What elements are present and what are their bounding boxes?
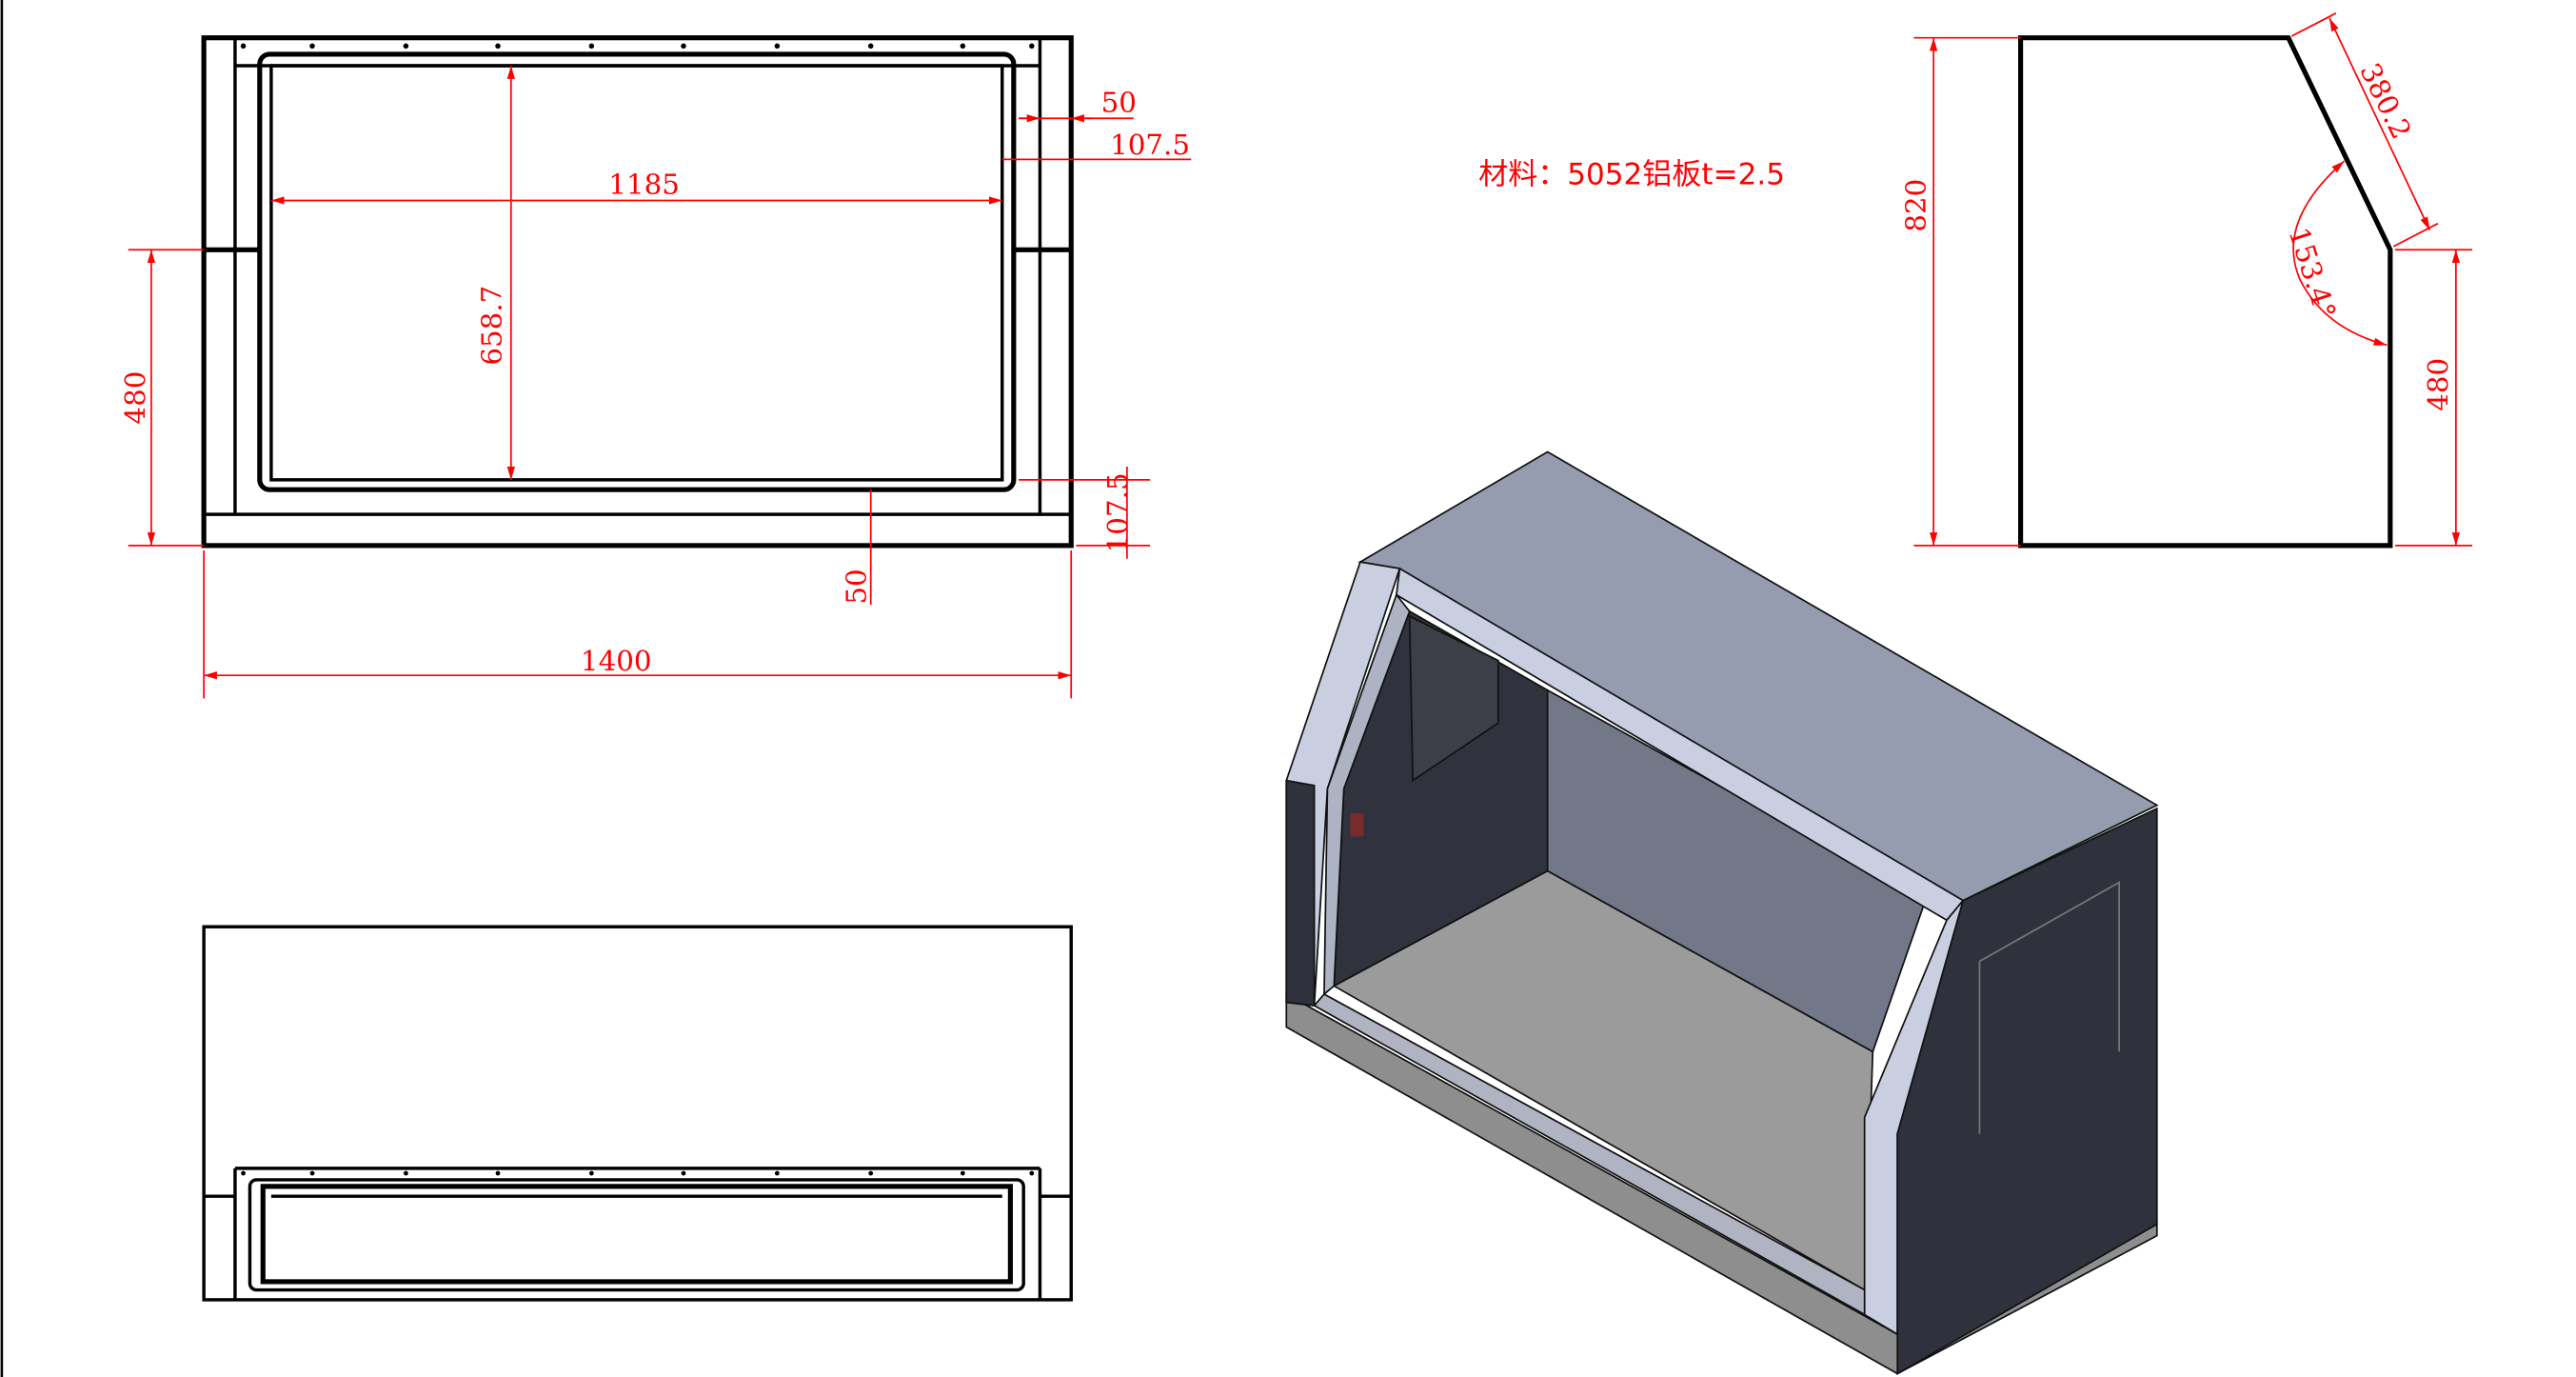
dim-inner-height: 658.7 [475,286,507,366]
latch [1350,813,1364,837]
dim-side-height: 820 [1900,179,1932,232]
side-view: 820 380.2 153.4° 480 [1900,12,2473,549]
dim-angle: 153.4° [2282,224,2342,323]
side-recess [1978,881,2120,1134]
left-end-panel [1285,779,1316,1007]
material-note: 材料：5052铝板t=2.5 [1478,157,1785,191]
bracket-plate [1408,614,1499,783]
front-view [202,925,1073,1302]
dim-left-height: 480 [119,371,151,425]
dim-flange-50: 50 [1101,86,1137,118]
dim-inner-width: 1185 [608,169,680,201]
dim-bottom-50: 50 [841,569,873,604]
isometric-view [1285,450,2159,1376]
dim-slope-length: 380.2 [2353,58,2417,144]
dim-bottom-107: 107.5 [1101,472,1134,552]
mounting-holes [240,43,1035,50]
right-end-panel [1896,807,2158,1376]
dim-front-height: 480 [2422,358,2454,411]
front-frame-inner-left [1323,592,1411,996]
front-sill [1313,992,1866,1316]
top-view: 1185 658.7 480 1400 50 107.5 107.5 50 [119,35,1192,699]
dim-overall-width: 1400 [581,645,652,677]
dim-flange-107: 107.5 [1110,129,1190,161]
